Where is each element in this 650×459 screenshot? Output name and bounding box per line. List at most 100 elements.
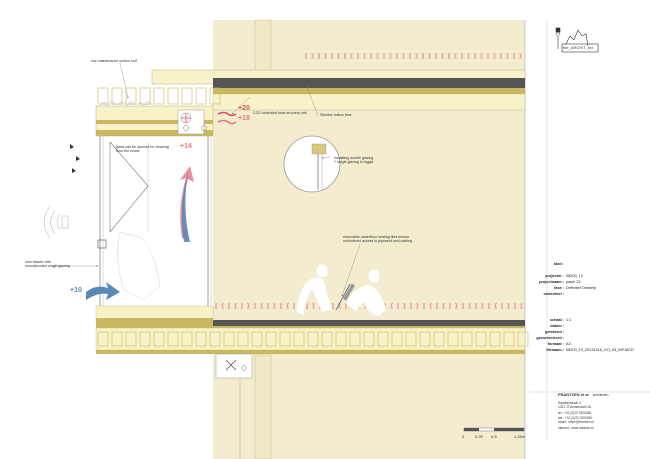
insulation-mark — [408, 52, 412, 60]
insulation-mark — [421, 52, 425, 60]
scale-label-3: 1.25m — [514, 434, 526, 439]
insulation-mark — [311, 52, 314, 60]
slab-brick — [475, 331, 487, 347]
title-block-value: 08200_13 — [566, 274, 583, 278]
insulation-mark — [305, 302, 309, 310]
title-block-frame — [530, 20, 650, 440]
insulating-glazing-line-1: insulating double glazing — [334, 156, 374, 160]
insulation-mark — [513, 302, 517, 310]
insulation-mark — [227, 302, 231, 310]
bird-icons — [70, 144, 80, 173]
title-block-row: projectnr :08200_13 — [530, 274, 645, 279]
insulation-mark — [221, 302, 224, 310]
insulation-mark — [447, 52, 451, 60]
slab-brick — [209, 331, 221, 347]
insulation-mark — [435, 302, 439, 310]
title-block-row: getekend : — [530, 330, 645, 335]
title-block-row: blad : — [530, 262, 645, 267]
people-figures — [295, 263, 387, 317]
slab-brick — [97, 331, 109, 347]
insulation-mark — [441, 52, 444, 60]
underfloor-line-1: removable underfloor heating tiles ensur… — [343, 235, 410, 239]
roof-brick — [195, 87, 207, 105]
roof-brick — [111, 87, 123, 105]
insulation-mark — [467, 52, 470, 60]
insulation-mark — [448, 302, 452, 310]
insulation-mark — [403, 302, 406, 310]
office-email: email : office@frantzen.nl — [558, 420, 594, 424]
title-block-row: schaal :1:1 — [530, 318, 645, 323]
title-block-key: getekend : — [545, 330, 564, 334]
office-fax: fax : +31 (0)20 7800939 — [558, 415, 592, 420]
slab-brick — [377, 331, 389, 347]
slab-brick — [125, 331, 137, 347]
title-block-key: datum : — [550, 324, 564, 328]
slab-brick — [139, 331, 151, 347]
title-block-key: fase : — [554, 286, 564, 290]
roof-brick — [125, 87, 137, 105]
insulation-mark — [429, 302, 432, 310]
slab-brick — [405, 331, 417, 347]
title-block-row: formaat :A3 — [530, 342, 645, 347]
insulation-mark — [312, 302, 315, 310]
slab-brick — [167, 331, 179, 347]
slab-brick-pattern — [97, 87, 529, 347]
scale-label-1: 0.25 — [475, 434, 483, 439]
heat-recovery-unit — [177, 109, 207, 135]
insulation-mark — [461, 302, 465, 310]
insulating-glazing-note: insulating double glazing + single glazi… — [334, 156, 373, 165]
insulating-glazing-line-2: + single glazing in loggia — [334, 160, 374, 165]
title-block-key: gecontroleerd : — [536, 336, 564, 340]
insulation-mark — [363, 52, 366, 60]
facade-line-2: soundproofed single glazing — [25, 264, 70, 269]
title-block-value: 1:1 — [566, 318, 572, 322]
slimline-floor-note: Slimline hollow floor — [320, 113, 352, 117]
slab-brick — [251, 331, 263, 347]
roof-note: low-maintenance sedum roof — [91, 59, 138, 63]
insulation-mark — [317, 52, 321, 60]
sedum-plants — [99, 100, 154, 107]
scale-label-2: 0.5 — [491, 434, 497, 439]
insulation-mark — [390, 302, 393, 310]
logo-text: the_ARCHIT_ect — [563, 45, 594, 50]
insulation-mark — [474, 302, 478, 310]
insulation-mark — [455, 302, 458, 310]
title-block-row: gecontroleerd : — [530, 336, 645, 341]
temperature-outside: +10 — [70, 287, 82, 294]
insulation-mark — [506, 52, 509, 60]
insulation-mark — [286, 302, 289, 310]
slab-brick — [279, 331, 291, 347]
roof-brick — [167, 87, 179, 105]
slab-brick — [237, 331, 249, 347]
insulation-mark — [468, 302, 471, 310]
roof-brick — [139, 87, 151, 105]
insulation-mark — [382, 52, 386, 60]
roof-brick — [209, 87, 221, 105]
insulation-mark — [330, 52, 334, 60]
slab-brick — [195, 331, 207, 347]
slab-brick — [153, 331, 165, 347]
insulation-mark — [389, 52, 392, 60]
insulation-mark — [304, 52, 308, 60]
insulation-mark — [234, 302, 237, 310]
temperature-supply-hot: +20 — [238, 105, 250, 112]
title-block-row: datum : — [530, 324, 645, 329]
title-block-value: Definitief Ontwerp — [566, 286, 597, 290]
office-name-text: FRANTZEN et al — [558, 392, 589, 397]
title-block-value: A3 — [566, 342, 571, 346]
insulation-mark — [422, 302, 426, 310]
insulation-mark — [486, 52, 490, 60]
insulation-mark — [473, 52, 477, 60]
title-block-key: blad : — [553, 262, 564, 266]
slab-brick — [223, 331, 235, 347]
glass-cleaning-line-2: from the inside — [116, 149, 140, 154]
insulation-mark — [369, 52, 373, 60]
co2-unit-note: CO2 controlled heat recovery unit — [253, 111, 307, 115]
title-block-value: 08200_13_20131016_DO_03_INF.MCD — [566, 348, 634, 352]
insulation-mark — [240, 302, 244, 310]
lower-box-unit — [215, 353, 253, 459]
glass-cleaning-note: glass can be opened for cleaning from th… — [116, 145, 169, 154]
insulation-mark — [434, 52, 438, 60]
